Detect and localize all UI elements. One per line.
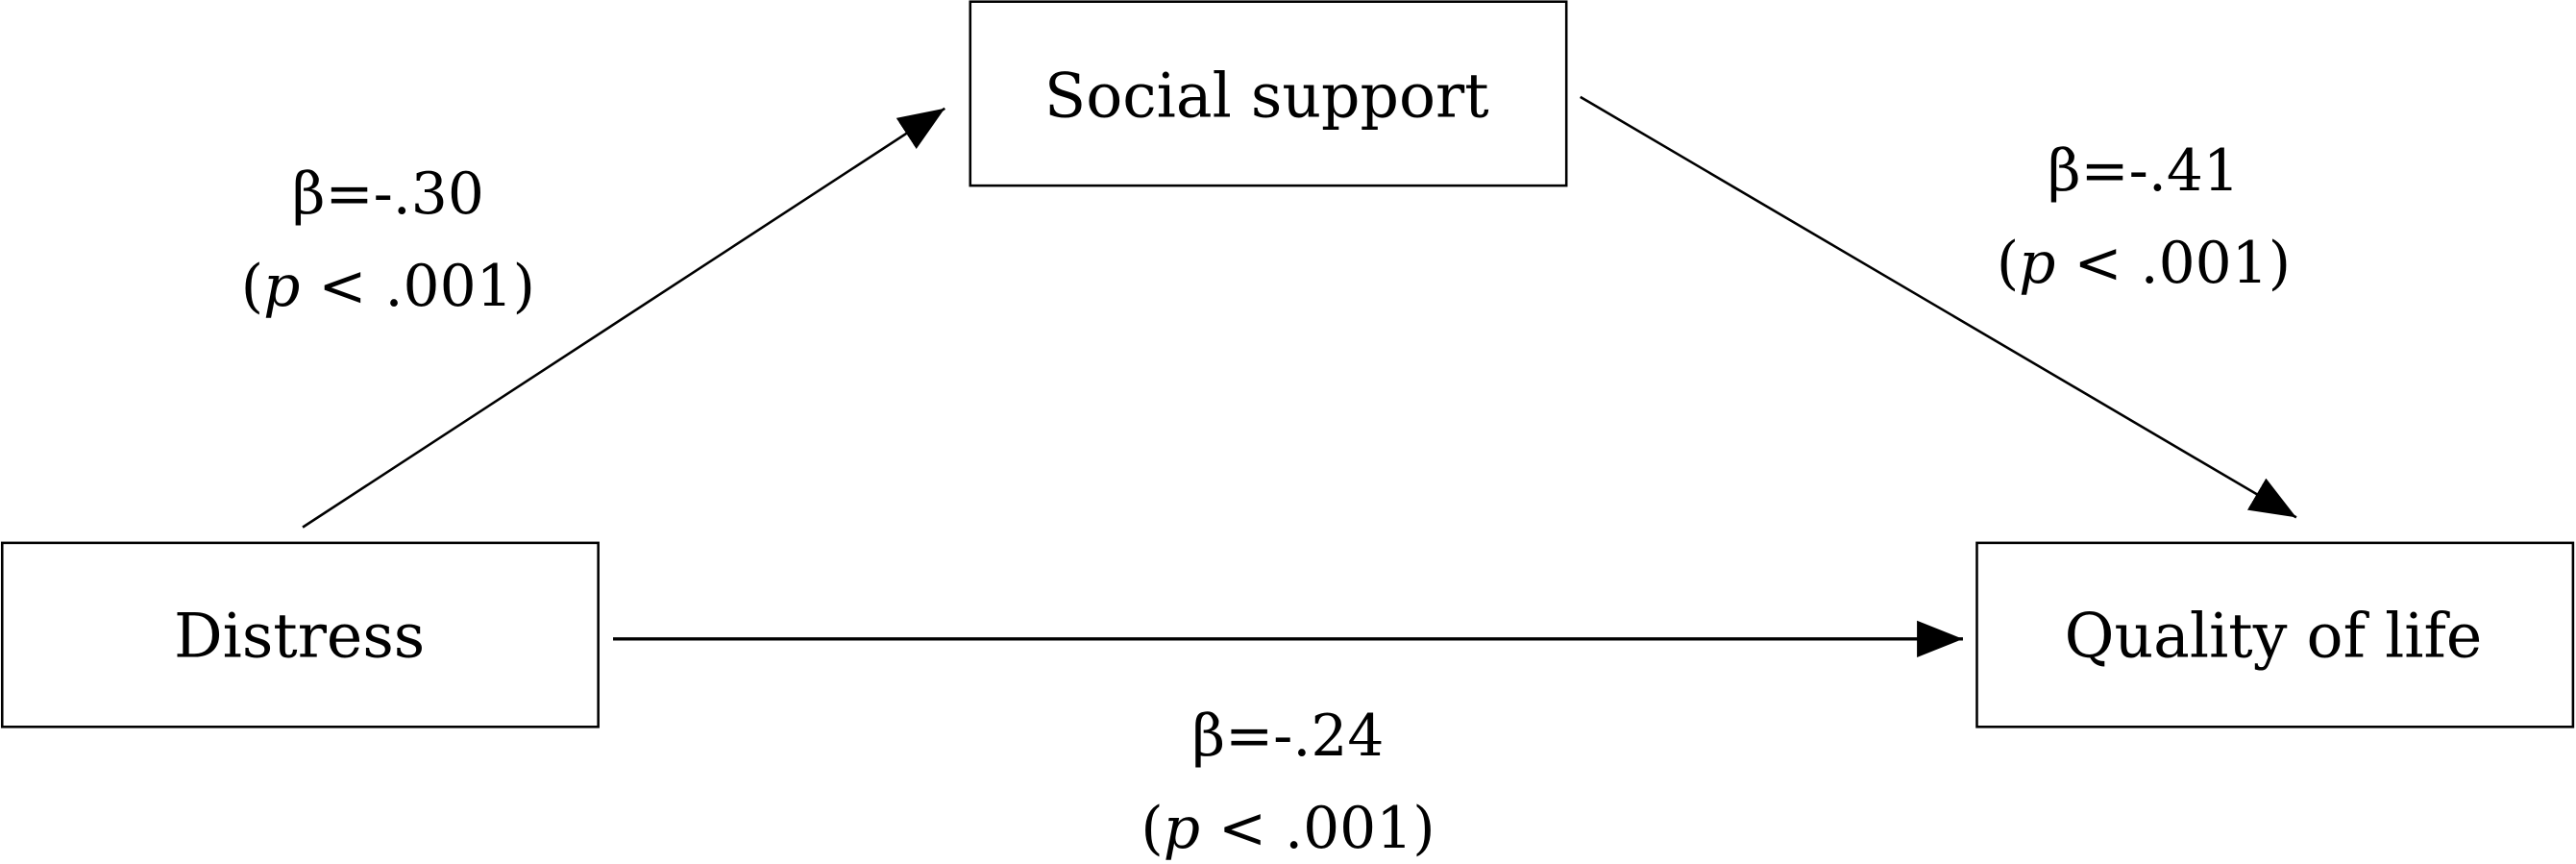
node-social-support: Social support: [969, 0, 1568, 187]
beta-value: β=-.30: [292, 160, 484, 228]
p-value: (p < .001): [1141, 795, 1435, 862]
node-label: Social support: [1044, 60, 1489, 131]
beta-value: β=-.41: [2048, 137, 2240, 205]
path-b-label: β=-.41 (p < .001): [1997, 137, 2291, 297]
node-label: Distress: [174, 601, 425, 672]
node-quality-of-life: Quality of life: [1975, 541, 2575, 728]
path-c-label: β=-.24 (p < .001): [1141, 703, 1435, 862]
p-value: (p < .001): [241, 253, 535, 320]
p-value: (p < .001): [1997, 230, 2291, 297]
arrow-distress-to-social-support: [302, 107, 945, 529]
beta-value: β=-.24: [1192, 703, 1385, 770]
arrow-social-support-to-quality: [1580, 95, 2297, 519]
node-distress: Distress: [0, 541, 600, 728]
path-a-label: β=-.30 (p < .001): [241, 160, 535, 320]
node-label: Quality of life: [2065, 601, 2483, 672]
